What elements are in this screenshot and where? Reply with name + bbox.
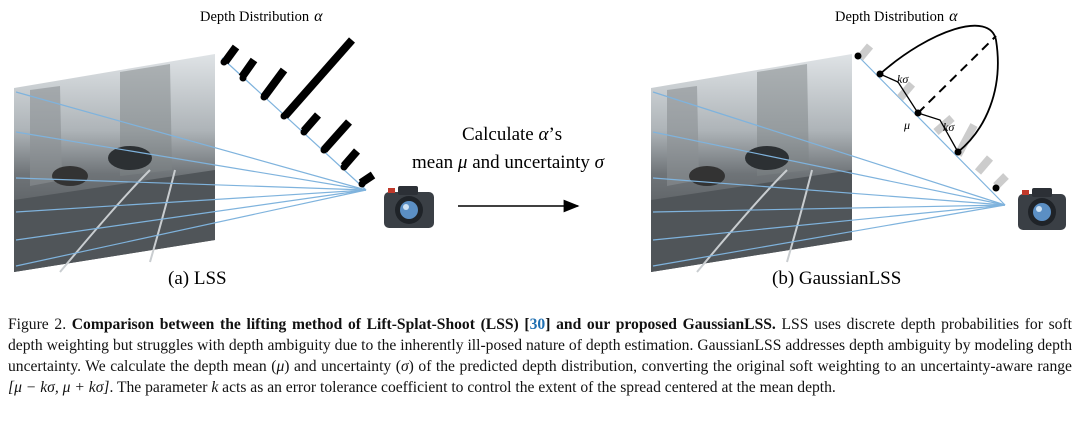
street-image-a [14, 54, 215, 272]
depth-bars-a [225, 40, 373, 183]
figure-caption: Figure 2. Comparison between the lifting… [8, 314, 1072, 398]
caption-bold-b: ] and our proposed GaussianLSS. [545, 316, 776, 333]
panel-b-label: (b) GaussianLSS [772, 268, 901, 289]
caption-range: [μ − kσ, μ + kσ] [8, 379, 109, 396]
depth-bar [304, 115, 318, 131]
caption-text-5: acts as an error tolerance coefficient t… [218, 379, 836, 396]
calculate-line: Calculate α’s [462, 124, 562, 145]
depth-bar [285, 40, 352, 116]
caption-text-3: ) of the predicted depth distribution, c… [409, 358, 1072, 375]
depth-bar [324, 122, 349, 150]
depth-bar [344, 151, 357, 166]
camera-icon [384, 186, 434, 228]
middle-annotation: Calculate α’s mean μ and uncertainty σ [412, 124, 605, 206]
mu-label: μ [903, 118, 910, 132]
panel-a-label: (a) LSS [168, 268, 227, 289]
depth-bar [242, 60, 254, 77]
caption-sigma: σ [401, 358, 409, 375]
caption-bold-a: Comparison between the lifting method of… [72, 316, 530, 333]
k-sigma-lower: kσ [943, 120, 955, 134]
k-sigma-upper: kσ [897, 72, 909, 86]
mean-uncertainty-line: mean μ and uncertainty σ [412, 152, 605, 173]
camera-icon [1018, 188, 1066, 230]
caption-text-2: ) and uncertainty ( [284, 358, 401, 375]
mean-line [918, 36, 996, 113]
depth-bar [264, 70, 284, 97]
street-image-b [651, 54, 852, 272]
caption-text-4: . The parameter [109, 379, 211, 396]
citation-link[interactable]: 30 [530, 316, 546, 333]
caption-prefix: Figure 2. [8, 316, 72, 333]
